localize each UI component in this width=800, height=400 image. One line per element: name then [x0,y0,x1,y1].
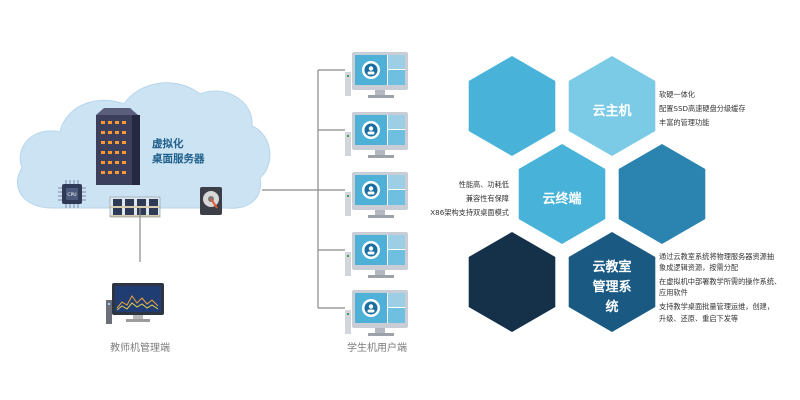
classroom-system-feature: 通过云教室系统将物理服务器资源抽 [659,252,775,261]
classroom-system-feature: 象成逻辑资源，按需分配 [659,263,739,272]
classroom-system-label: 云教室 管理系 统 [562,258,662,318]
student-pc-icon [345,232,408,278]
cloud-host-feature: 丰富的管理功能 [659,118,710,127]
student-label: 学生机用户端 [347,343,407,354]
student-pc-icon [345,172,408,218]
cloud-host-feature: 配置SSD高速硬盘分级缓存 [659,104,746,113]
cloud-terminal-feature: 性能高、功耗低 [458,180,509,189]
hexagon-cloud-terminal [518,144,606,244]
hexagon-bottom-left [468,232,556,332]
cloud-terminal-label: 云终端 [542,192,582,207]
cloud-host-label: 云主机 [592,104,632,119]
hexagon-group [468,56,706,332]
classroom-system-feature: 升级、还原、重启下发等 [659,314,739,323]
cloud-terminal-feature: 兼容性有保障 [465,194,509,203]
server-rack-icon [96,108,140,185]
server-title: 虚拟化 桌面服务器 [152,137,205,167]
student-pc-icon [345,52,408,98]
hexagon-classroom-system [568,232,656,332]
teacher-label: 教师机管理端 [110,343,170,354]
student-pc-icon [345,290,408,336]
teacher-pc-icon [106,283,164,324]
cloud-terminal-feature: X86架构支持双桌面模式 [430,208,509,217]
server-title-line2: 桌面服务器 [152,153,205,165]
classroom-system-label-line2: 管理系 [592,280,632,295]
classroom-system-feature: 支持教学桌面批量管理运维，创建， [659,302,775,311]
student-pc-group [345,52,408,336]
student-pc-icon [345,112,408,158]
memory-modules-icon [109,196,161,218]
svg-text:CPU: CPU [67,192,76,198]
cloud-host-feature: 软硬一体化 [659,90,695,99]
server-title-line1: 虚拟化 [152,138,184,150]
hexagon-cloud-host [568,56,656,156]
classroom-system-label-line1: 云教室 [592,260,632,275]
hexagon-top-left [468,56,556,156]
classroom-system-label-line3: 统 [605,300,619,315]
cloud-shape [16,82,271,209]
hard-disk-icon [200,187,222,215]
connector-lines [139,69,345,309]
cpu-chip-icon: CPU [58,180,86,208]
classroom-system-feature: 在虚拟机中部署教学所需的操作系统、 [659,277,782,286]
hexagon-middle-right [618,144,706,244]
classroom-system-feature: 应用软件 [659,288,688,297]
